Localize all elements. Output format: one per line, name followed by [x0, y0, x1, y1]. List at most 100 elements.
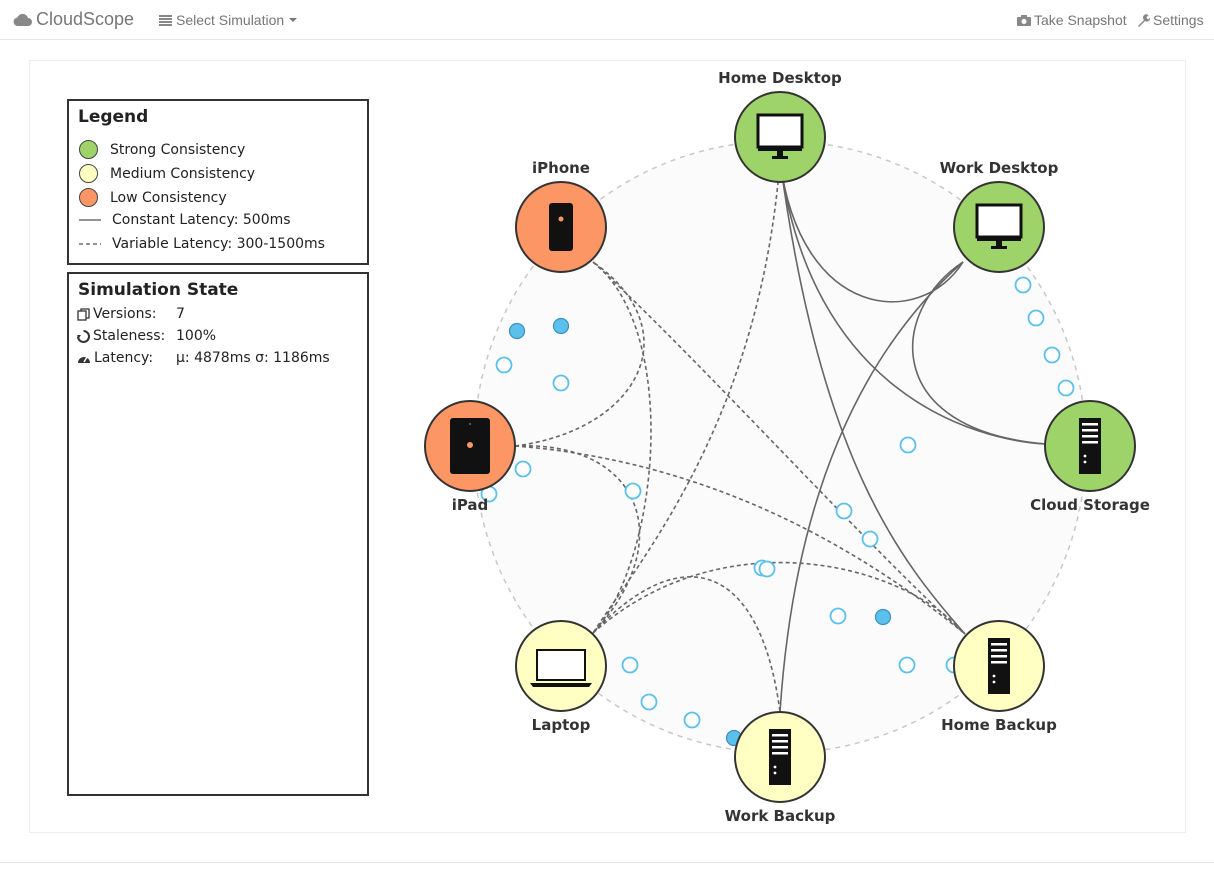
node-label: Laptop — [532, 716, 591, 734]
message-pending — [552, 374, 570, 392]
take-snapshot-button[interactable]: Take Snapshot — [1017, 12, 1127, 28]
message-pending — [624, 482, 642, 500]
chevron-down-icon — [289, 18, 298, 22]
node-home-backup[interactable]: Home Backup — [941, 620, 1057, 734]
latency-row: Latency: μ: 4878ms σ: 1186ms — [77, 350, 330, 366]
message-pending — [514, 460, 532, 478]
camera-icon — [1017, 14, 1031, 26]
legend-swatch-medium — [79, 164, 98, 183]
desktop-icon — [756, 113, 804, 159]
latency-label: Latency: — [94, 350, 154, 366]
versions-label: Versions: — [93, 306, 157, 322]
link-ipad-iphone — [514, 261, 645, 447]
message-pending — [1057, 379, 1075, 397]
link-ipad-home-backup — [514, 445, 966, 635]
legend-item-low: Low Consistency — [79, 188, 227, 207]
legend-label: Constant Latency: 500ms — [112, 212, 291, 228]
legend-title: Legend — [78, 107, 149, 127]
legend-label: Low Consistency — [110, 189, 227, 206]
message-pending — [861, 530, 879, 548]
message-pending — [1027, 309, 1045, 327]
brand-name: CloudScope — [36, 9, 135, 29]
list-icon — [159, 14, 172, 26]
node-label: Work Backup — [725, 807, 836, 825]
node-work-backup[interactable]: Work Backup — [725, 711, 836, 825]
message-pending — [829, 607, 847, 625]
legend-label: Medium Consistency — [110, 165, 256, 182]
links-layer — [514, 159, 1047, 713]
staleness-label: Staleness: — [93, 328, 166, 344]
link-home-desktop-home-backup — [779, 159, 966, 635]
versions-row: Versions: 7 — [77, 306, 185, 322]
legend-item-constant-latency: Constant Latency: 500ms — [79, 212, 291, 228]
simulation-state-title: Simulation State — [78, 280, 239, 300]
message-pending — [758, 560, 776, 578]
node-iphone[interactable]: iPhone — [515, 159, 607, 273]
server-icon — [769, 729, 791, 785]
message-pending — [683, 711, 701, 729]
settings-label: Settings — [1153, 12, 1204, 28]
message-in-flight — [508, 322, 526, 340]
node-work-desktop[interactable]: Work Desktop — [940, 159, 1059, 273]
link-laptop-iphone — [592, 261, 652, 634]
select-simulation-label: Select Simulation — [176, 12, 285, 28]
link-home-desktop-work-desktop — [779, 159, 964, 303]
node-ipad[interactable]: iPad — [424, 400, 516, 514]
desktop-icon — [975, 203, 1023, 249]
link-laptop-home-backup — [592, 561, 966, 635]
node-laptop[interactable]: Laptop — [515, 620, 607, 734]
message-in-flight — [874, 608, 892, 626]
navbar: CloudScope Select Simulation Take Snapsh… — [0, 0, 1214, 40]
node-label: Work Desktop — [940, 159, 1059, 177]
solid-line-key — [79, 219, 101, 221]
simulation-state-box: Simulation State Versions: 7 Staleness: … — [67, 272, 369, 796]
dashed-line-key — [79, 243, 101, 245]
link-work-desktop-work-backup — [779, 261, 964, 713]
message-pending — [1043, 346, 1061, 364]
node-label: Home Backup — [941, 716, 1057, 734]
messages-layer — [480, 276, 1075, 747]
wrench-icon — [1138, 13, 1150, 27]
server-icon — [988, 638, 1010, 694]
node-cloud-storage[interactable]: Cloud Storage — [1030, 400, 1150, 514]
message-pending — [640, 693, 658, 711]
link-laptop-work-backup — [592, 576, 781, 713]
recycle-icon — [77, 329, 90, 343]
node-label: iPhone — [532, 159, 590, 177]
staleness-value: 100% — [176, 328, 217, 344]
node-home-desktop[interactable]: Home Desktop — [718, 69, 842, 183]
select-simulation-dropdown[interactable]: Select Simulation — [159, 12, 298, 28]
laptop-icon — [530, 649, 592, 687]
take-snapshot-label: Take Snapshot — [1034, 12, 1127, 28]
brand[interactable]: CloudScope — [12, 9, 134, 30]
settings-button[interactable]: Settings — [1137, 12, 1204, 28]
legend-swatch-strong — [79, 140, 98, 159]
staleness-row: Staleness: 100% — [77, 328, 216, 344]
message-pending — [495, 356, 513, 374]
phone-icon — [549, 203, 573, 251]
link-work-desktop-cloud-storage — [912, 261, 1047, 445]
legend-item-medium: Medium Consistency — [79, 164, 255, 183]
message-pending — [621, 656, 639, 674]
link-laptop-ipad — [514, 445, 641, 634]
dashboard-icon — [78, 356, 90, 363]
footer-divider — [0, 862, 1214, 863]
legend-item-variable-latency: Variable Latency: 300-1500ms — [79, 236, 325, 252]
legend-box: Legend Strong Consistency Medium Consist… — [67, 99, 369, 265]
versions-value: 7 — [176, 306, 185, 322]
legend-label: Variable Latency: 300-1500ms — [112, 236, 325, 252]
link-iphone-home-backup — [592, 261, 966, 635]
tablet-icon — [450, 418, 490, 474]
message-pending — [899, 436, 917, 454]
server-icon — [1079, 418, 1101, 474]
message-pending — [898, 656, 916, 674]
message-in-flight — [552, 317, 570, 335]
legend-item-strong: Strong Consistency — [79, 140, 245, 159]
legend-swatch-low — [79, 188, 98, 207]
copy-icon — [77, 307, 90, 321]
node-label: Cloud Storage — [1030, 496, 1150, 514]
node-label: Home Desktop — [718, 69, 842, 87]
cloud-icon — [13, 13, 32, 26]
